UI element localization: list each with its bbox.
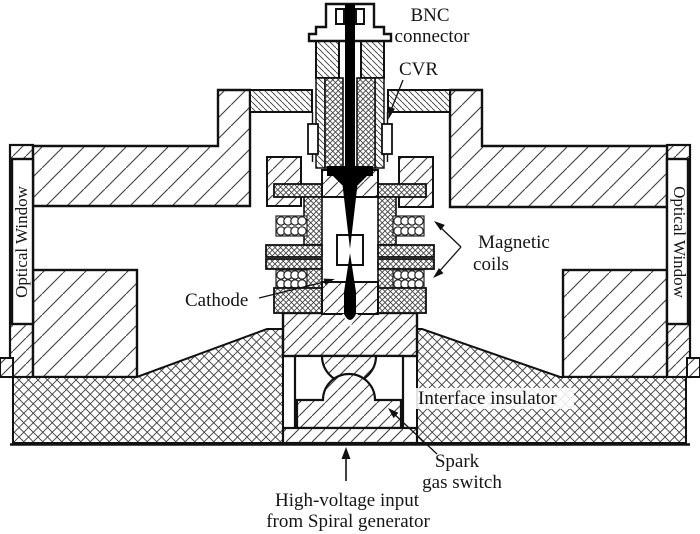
label-halo (414, 388, 574, 409)
coils-arrowhead-upper (434, 221, 445, 231)
label-magnetic-coils: Magnetic coils (433, 221, 550, 278)
insulator-column-right (356, 77, 376, 169)
coils-arrowhead-lower (433, 268, 444, 278)
label-spark-gas-switch: Spark gas switch (388, 408, 502, 493)
cathode-arrowhead (323, 278, 335, 285)
hv-arrowhead (341, 447, 351, 459)
switch-base (281, 426, 419, 445)
magnetic-coil-lower-right (377, 258, 435, 314)
cathode-leader-line (258, 280, 329, 299)
flange-band-left (249, 89, 313, 113)
bottom-plate-right (561, 268, 669, 379)
optical-window-right-label: Optical Window (670, 186, 689, 299)
coil-winding (276, 226, 307, 236)
cvr-resistor-right (381, 112, 393, 162)
flange-support-right (398, 156, 434, 208)
coil-winding (393, 226, 424, 236)
spark-gas-switch (281, 354, 419, 445)
interface-insulator (12, 328, 687, 444)
switch-electrode-bottom (295, 372, 403, 430)
spark-leader-line (391, 411, 438, 455)
coil-winding (393, 216, 424, 226)
electrode-assembly (321, 169, 379, 327)
insulator-column-left (324, 77, 344, 169)
label-hv-input: High-voltage input from Spiral generator (266, 447, 430, 532)
coil-winding (393, 279, 424, 289)
cathode-label: Cathode (185, 290, 248, 311)
label-cathode: Cathode (185, 278, 335, 311)
pillar-left (315, 39, 340, 79)
magnetic-coils-line2: coils (473, 254, 509, 275)
top-flange-right (387, 88, 669, 209)
hv-label-line1: High-voltage input (275, 490, 420, 511)
coil-winding (276, 216, 307, 226)
label-bnc: BNC connector (395, 5, 471, 47)
optical-window-right: Optical Window (665, 157, 690, 326)
hv-label-line2: from Spiral generator (266, 511, 430, 532)
center-conductor (345, 4, 355, 168)
bnc-label-line1: BNC (410, 5, 449, 26)
cvr-resistor-left (307, 112, 319, 162)
label-interface-insulator: Interface insulator (414, 388, 574, 409)
label-cvr: CVR (388, 59, 438, 120)
cathode-electrode (344, 253, 356, 320)
optical-window-left-label: Optical Window (12, 185, 31, 298)
magnetic-coil-lower-left (265, 258, 323, 314)
flange-band-right (387, 89, 451, 113)
top-flange-left (31, 88, 313, 208)
coils-leader-lower (436, 246, 462, 275)
bottom-plate-left (31, 268, 139, 379)
magnetic-coil-upper-right (377, 183, 435, 258)
optical-window-left: Optical Window (10, 157, 35, 326)
bnc-label-line2: connector (395, 26, 471, 47)
magnetic-coils-line1: Magnetic (478, 232, 550, 253)
spark-label-line1: Spark (435, 451, 480, 472)
cvr-arrowhead (388, 106, 395, 120)
pillar-right (360, 39, 385, 79)
coil-winding (393, 270, 424, 280)
flange-support-left (266, 156, 302, 207)
interface-insulator-label: Interface insulator (418, 388, 557, 409)
anode-tip (341, 172, 359, 249)
cvr-label: CVR (399, 59, 438, 80)
magnetic-coil-upper-left (265, 183, 323, 258)
spark-label-line2: gas switch (422, 472, 502, 493)
coil-winding (276, 270, 307, 280)
conductor-flare (327, 166, 373, 176)
spark-arrowhead (388, 408, 399, 419)
conductor-taper (333, 176, 367, 185)
